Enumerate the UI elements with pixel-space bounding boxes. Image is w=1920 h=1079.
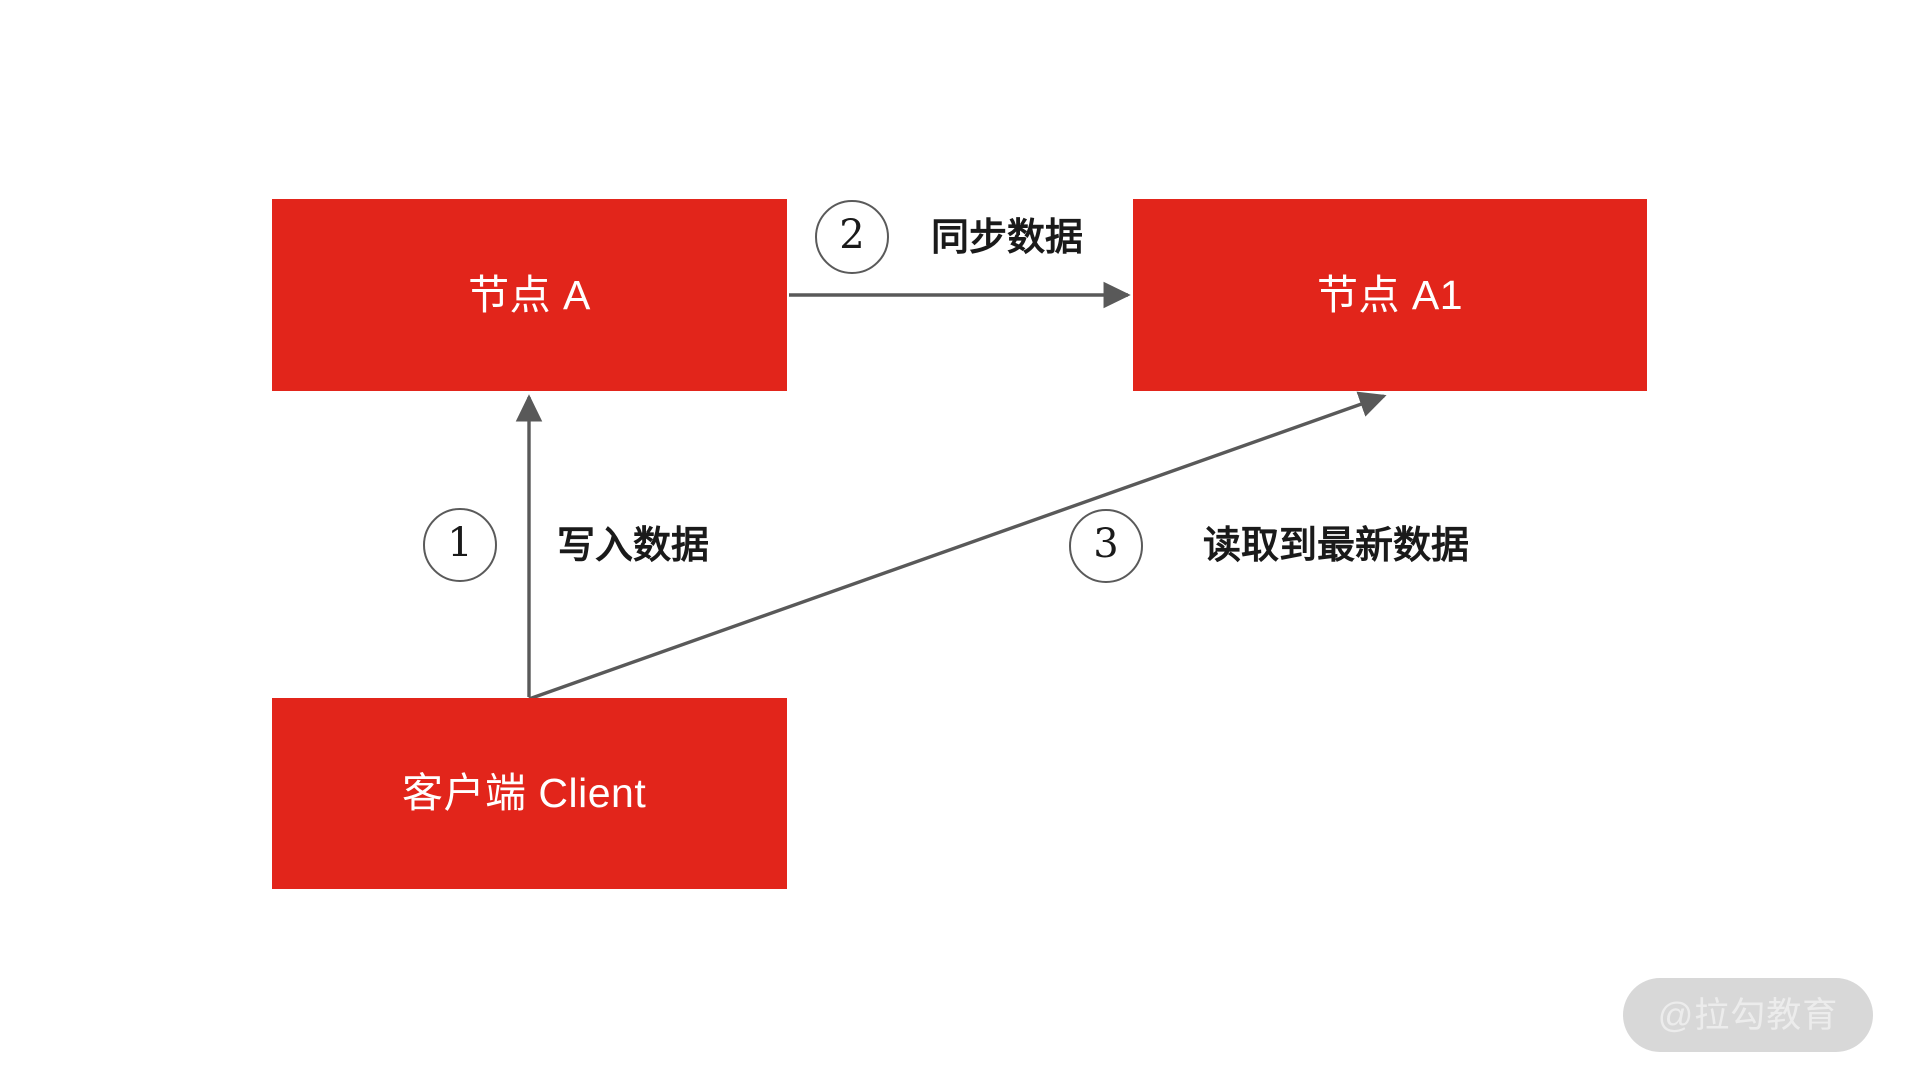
node-box-node-a[interactable]: 节点 A [272, 199, 787, 391]
step-number-1: 1 [447, 520, 473, 566]
step-number-3: 3 [1093, 521, 1119, 567]
step-badge-3: 3 [1069, 509, 1143, 583]
node-box-node-a1[interactable]: 节点 A1 [1133, 199, 1647, 391]
step-label-2: 同步数据 [931, 217, 1084, 259]
watermark-badge: @拉勾教育 [1623, 978, 1873, 1052]
node-label-node-a1: 节点 A1 [1316, 271, 1464, 318]
step-badge-1: 1 [423, 508, 497, 582]
step-label-3: 读取到最新数据 [1203, 525, 1470, 567]
step-number-2: 2 [839, 212, 865, 258]
watermark-label: @拉勾教育 [1657, 995, 1839, 1035]
node-box-client[interactable]: 客户端 Client [272, 698, 787, 889]
step-label-1: 写入数据 [557, 525, 710, 567]
arrow-step-3 [528, 391, 1387, 701]
node-label-node-a: 节点 A [468, 271, 591, 318]
step-badge-2: 2 [815, 200, 889, 274]
node-label-client: 客户端 Client [402, 770, 647, 816]
